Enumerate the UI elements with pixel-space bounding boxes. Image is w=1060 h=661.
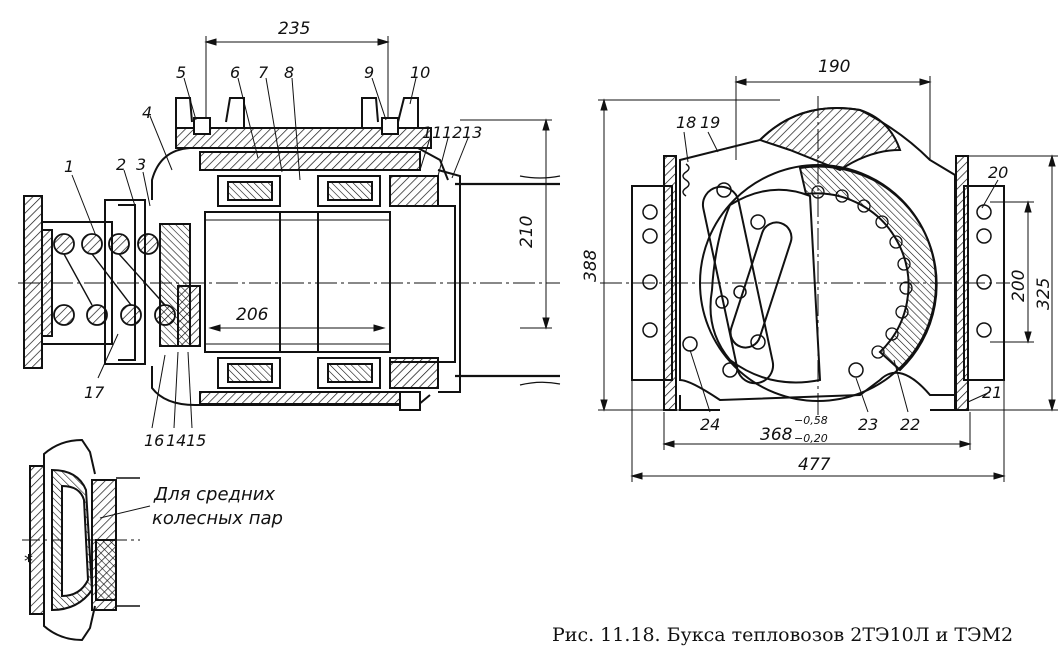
part-label-24: 24 (700, 415, 720, 434)
part-numbers-left: 1 2 3 4 5 6 7 8 9 10 11 12 13 14 15 16 1… (64, 63, 482, 450)
dim-368-tol-lower: −0,20 (794, 432, 828, 445)
part-label-2: 2 (116, 155, 126, 174)
lug-bolts (642, 204, 992, 338)
leaders-right (683, 131, 999, 413)
figure-caption: Рис. 11.18. Букса тепловозов 2ТЭ10Л и ТЭ… (552, 624, 1014, 646)
part-label-20: 20 (988, 163, 1008, 182)
dim-label-190: 190 (818, 57, 850, 77)
dim-368 (662, 412, 972, 450)
dim-190 (734, 76, 932, 160)
dim-label-388: 388 (581, 249, 601, 282)
dim-label-325: 325 (1034, 278, 1054, 310)
part-label-16: 16 (144, 431, 164, 450)
part-label-23: 23 (858, 415, 878, 434)
part-label-9: 9 (364, 63, 374, 82)
part-label-8: 8 (284, 63, 294, 82)
dim-label-368: 368 (760, 425, 793, 445)
part-label-10: 10 (410, 63, 430, 82)
dim-label-477: 477 (798, 455, 831, 475)
part-label-3: 3 (136, 155, 146, 174)
middle-wheelset-variant: * (22, 438, 140, 642)
dim-477 (630, 380, 1006, 482)
dim-label-200: 200 (1009, 270, 1029, 302)
svg-text:*: * (24, 551, 33, 572)
ring-rollers (811, 185, 913, 359)
part-label-6: 6 (230, 63, 240, 82)
dim-210 (460, 118, 552, 330)
part-label-15: 15 (186, 431, 206, 450)
part-label-4: 4 (142, 103, 152, 122)
link-pins (682, 182, 864, 378)
part-label-14: 14 (166, 431, 186, 450)
spring-coils (53, 233, 176, 326)
dim-label-206: 206 (236, 305, 269, 325)
dim-235 (204, 36, 390, 118)
end-view (600, 96, 1010, 420)
longitudinal-section (18, 97, 561, 411)
part-label-12: 12 (442, 123, 462, 142)
dim-206 (208, 324, 386, 332)
part-label-1: 1 (64, 157, 74, 176)
dim-label-235: 235 (278, 19, 310, 39)
dim-325 (960, 154, 1058, 412)
part-label-7: 7 (258, 63, 269, 82)
dim-label-210: 210 (517, 216, 537, 248)
variant-note-line1: Для средних (153, 484, 275, 505)
dim-388 (598, 98, 780, 412)
part-numbers-right: 18 19 20 21 22 23 24 (676, 113, 1008, 434)
part-label-13: 13 (462, 123, 482, 142)
part-label-17: 17 (84, 383, 105, 402)
part-label-11: 11 (422, 123, 442, 142)
variant-leader (99, 505, 151, 519)
part-label-5: 5 (176, 63, 186, 82)
variant-note-line2: колесных пар (152, 508, 283, 529)
dim-200 (990, 200, 1034, 344)
part-label-21: 21 (982, 383, 1002, 402)
part-label-22: 22 (900, 415, 920, 434)
part-label-18: 18 (676, 113, 696, 132)
leaders-left (71, 77, 469, 429)
part-label-19: 19 (700, 113, 720, 132)
dim-368-tol-upper: −0,58 (794, 414, 828, 427)
